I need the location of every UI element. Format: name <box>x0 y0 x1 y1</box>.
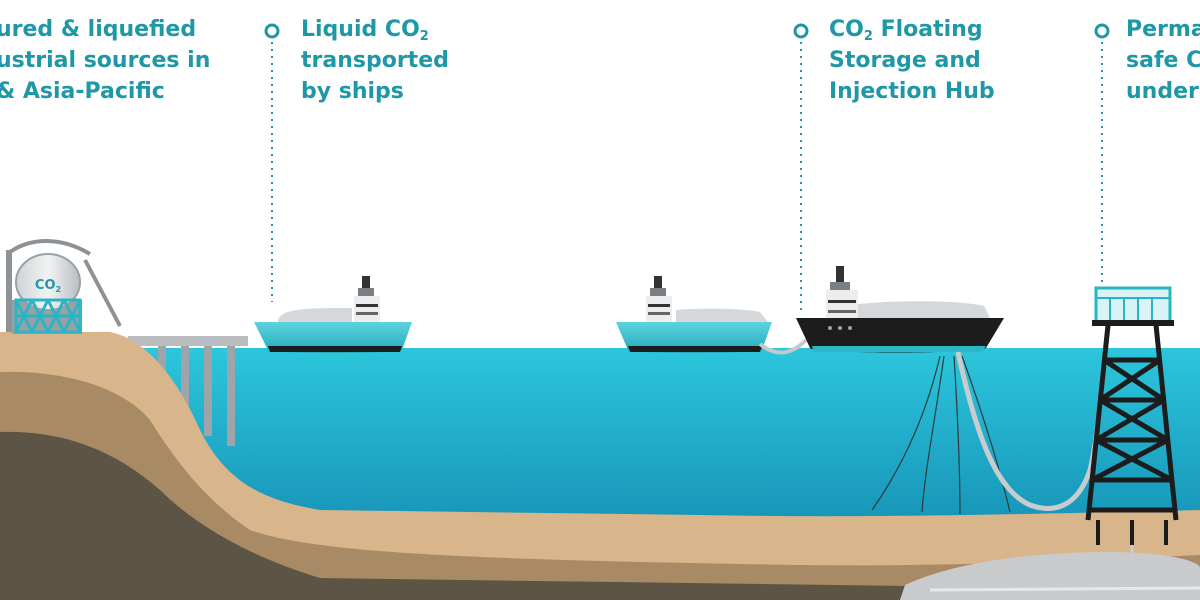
callout-markers <box>264 23 1110 39</box>
callout-pointers <box>271 42 1103 312</box>
mooring-lines <box>871 355 1011 515</box>
floating-storage-hub <box>796 266 1004 353</box>
step-2-line-3: by ships <box>301 79 404 104</box>
step-4-line-2: safe C <box>1126 48 1200 73</box>
step-2-line-1: Liquid CO2 <box>301 17 429 44</box>
step-1-line-3: & Asia-Pacific <box>0 79 165 104</box>
step-1-line-2: ustrial sources in <box>0 48 211 73</box>
step-3-line-1: CO2 Floating <box>829 17 983 44</box>
transport-ship-2 <box>616 276 772 353</box>
step-label-transport: Liquid CO2 transported by ships <box>301 14 449 107</box>
tank-co2-text: CO2 <box>35 278 61 294</box>
co2-tank: CO2 <box>6 239 122 334</box>
step-3-line-3: Injection Hub <box>829 79 995 104</box>
step-2-line-2: transported <box>301 48 449 73</box>
transfer-hose <box>758 338 808 355</box>
step-1-line-1: ured & liquefied <box>0 17 197 42</box>
soil-light <box>0 332 1200 600</box>
step-4-line-3: underg <box>1126 79 1200 104</box>
callout-marker-3 <box>793 23 809 39</box>
transport-ship-1 <box>254 276 412 353</box>
step-3-line-2: Storage and <box>829 48 981 73</box>
injection-platform <box>1085 286 1179 575</box>
step-label-permanent-storage: Perma safe C underg <box>1126 14 1200 107</box>
callout-marker-2 <box>264 23 280 39</box>
step-label-storage-hub: CO2 Floating Storage and Injection Hub <box>829 14 995 107</box>
step-label-capture: ured & liquefied ustrial sources in & As… <box>0 14 210 107</box>
step-4-line-1: Perma <box>1126 17 1200 42</box>
callout-marker-4 <box>1094 23 1110 39</box>
soil-dark <box>0 431 1200 600</box>
soil-mid <box>0 371 1200 600</box>
